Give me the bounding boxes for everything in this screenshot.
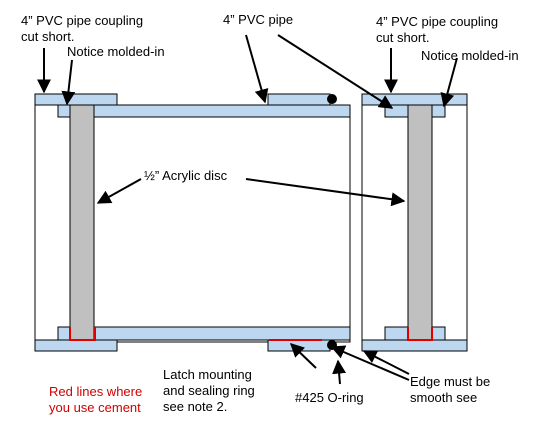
label-coupling-right-1: 4” PVC pipe coupling (376, 14, 498, 29)
bottom-pipe-wall (57, 326, 351, 341)
right-assembly (361, 93, 468, 352)
arrow-left-notice (61, 59, 76, 106)
right-cement-line (407, 327, 433, 341)
text-labels: 4” PVC pipe coupling cut short. Notice m… (21, 12, 519, 415)
arrow-right-notice (440, 57, 458, 108)
label-red-lines-1: Red lines where (49, 384, 142, 399)
bottom-right-coupling (267, 339, 331, 352)
arrow-disc-left (96, 178, 142, 204)
top-pipe-wall (57, 104, 351, 118)
left-cement-line (69, 327, 96, 341)
label-acrylic-disc: ½” Acrylic disc (144, 168, 228, 183)
label-pvc-pipe: 4” PVC pipe (223, 12, 293, 27)
left-acrylic-disc (69, 104, 95, 341)
arrow-latch-ring (289, 343, 317, 369)
label-edge-2: smooth see (410, 390, 477, 405)
label-notice-left: Notice molded-in (67, 44, 165, 59)
label-latch-1: Latch mounting (163, 367, 252, 382)
arrow-pipe-top (245, 34, 269, 104)
label-red-lines-2: you use cement (49, 400, 141, 415)
label-coupling-left-1: 4” PVC pipe coupling (21, 13, 143, 28)
label-latch-2: and sealing ring (163, 383, 255, 398)
arrow-pipe-right (277, 34, 394, 109)
right-bottom-coupling (361, 339, 468, 352)
label-coupling-left-2: cut short. (21, 29, 74, 44)
label-coupling-right-2: cut short. (376, 30, 429, 45)
bottom-left-coupling (34, 339, 118, 352)
top-left-coupling (34, 93, 118, 106)
label-edge-1: Edge must be (410, 374, 490, 389)
top-right-coupling (267, 93, 331, 106)
label-latch-3: see note 2. (163, 399, 227, 414)
top-oring (327, 94, 337, 104)
arrow-disc-right (245, 178, 406, 207)
annotation-arrows (37, 34, 458, 385)
label-notice-right: Notice molded-in (421, 48, 519, 63)
arrow-oring (332, 359, 347, 385)
arrow-edge-bottom (330, 345, 410, 381)
left-assembly (34, 93, 351, 352)
label-oring: #425 O-ring (295, 390, 364, 405)
right-acrylic-disc (407, 104, 433, 341)
arrow-edge-right (362, 350, 410, 375)
